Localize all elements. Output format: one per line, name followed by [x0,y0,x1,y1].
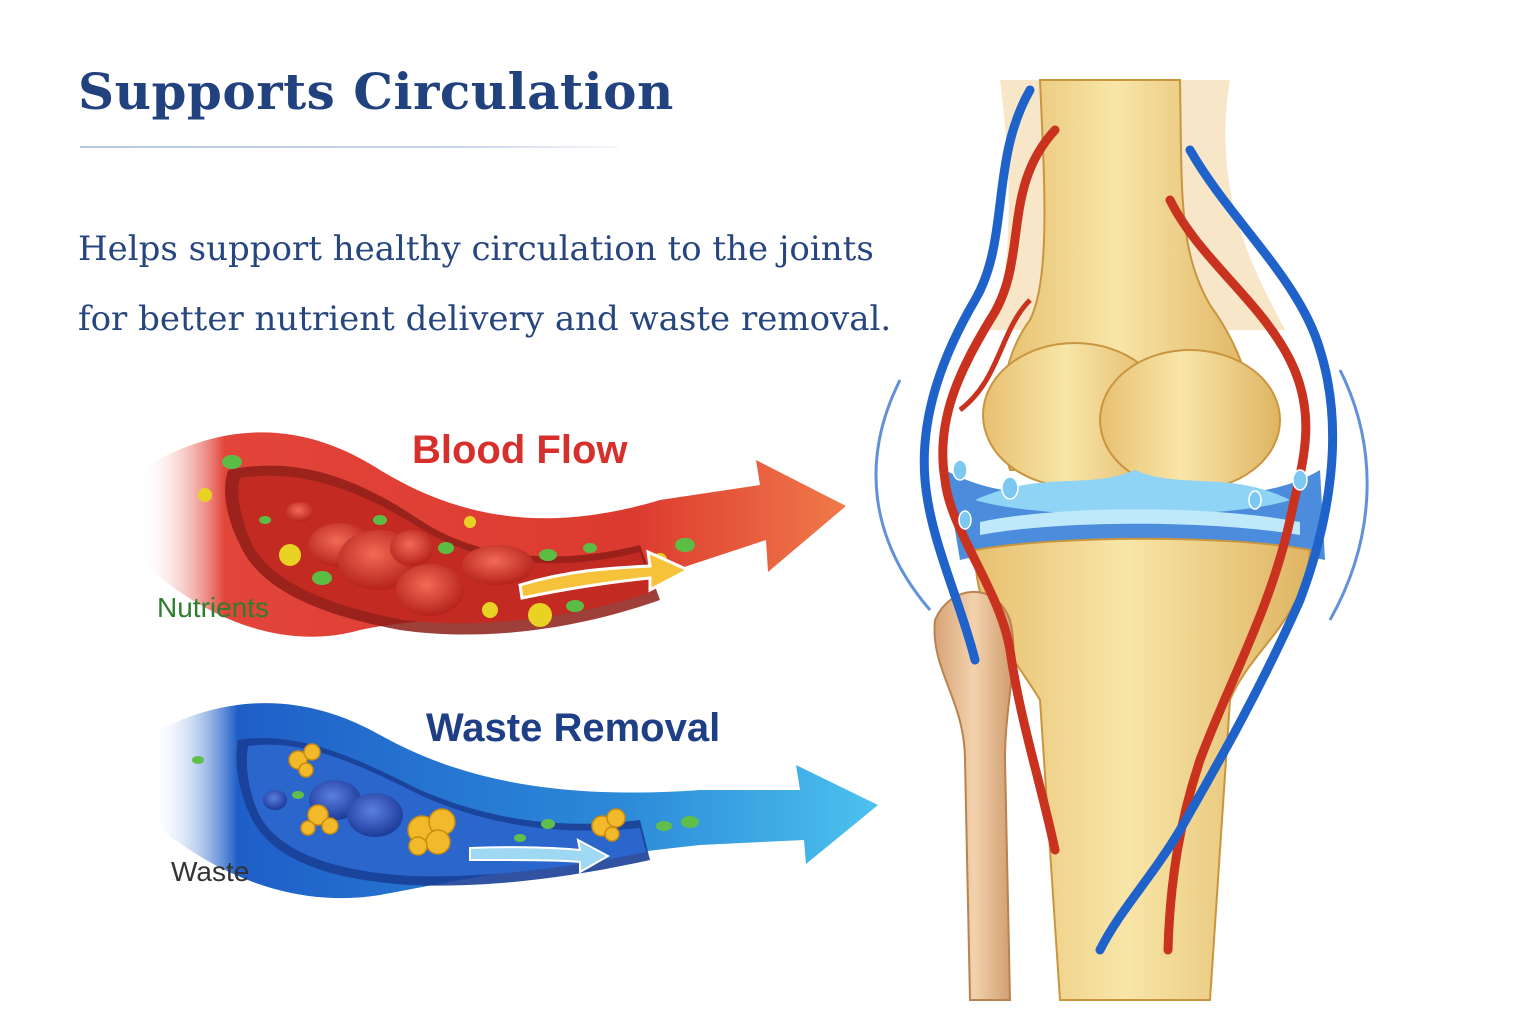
waste-removal-vessel [150,703,878,899]
knee-joint [874,79,1369,1001]
nutrients-label: Nutrients [157,592,270,623]
waste-label: Waste [171,856,250,887]
blood-flow-heading: Blood Flow [412,428,628,472]
waste-removal-heading: Waste Removal [426,706,721,750]
blood-flow-vessel [140,432,846,637]
title-divider [80,146,618,148]
description-text: Helps support healthy circulation to the… [78,229,892,339]
page-title: Supports Circulation [78,62,674,121]
